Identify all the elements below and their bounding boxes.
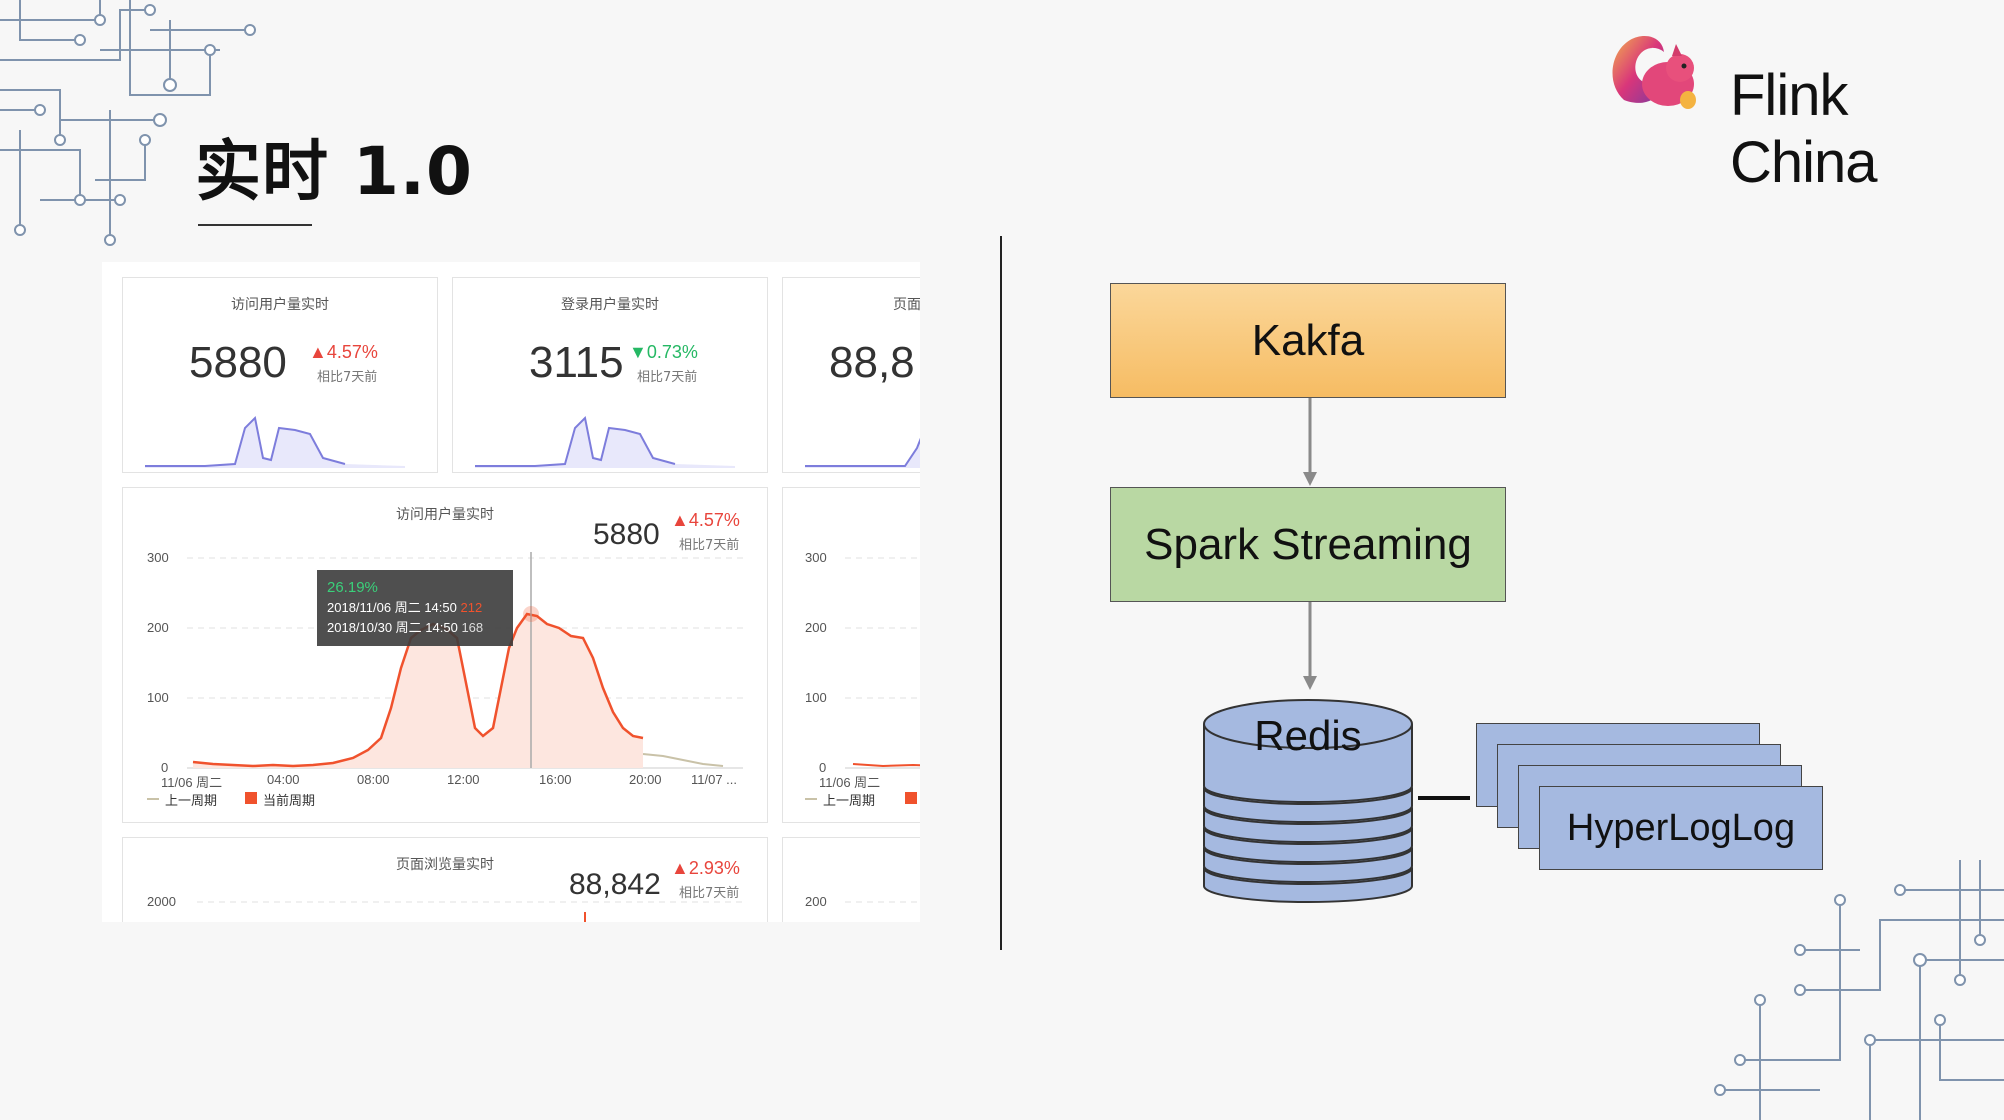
x-tick: 11/07 ... <box>691 772 738 787</box>
hyperloglog-node: HyperLogLog <box>1539 786 1823 870</box>
title-underline <box>198 224 312 226</box>
x-tick: 12:00 <box>447 772 480 787</box>
kpi-card-title: 页面 <box>893 297 920 313</box>
tooltip-value: 168 <box>461 620 484 635</box>
legend-prev-label: 上一周期 <box>165 794 218 809</box>
x-tick: 11/06 周二 <box>161 775 223 790</box>
sparkline-visitors <box>145 415 405 468</box>
y-tick: 300 <box>805 550 827 565</box>
sparkline-logins <box>475 415 735 468</box>
tooltip-pct: 26.19% <box>327 579 378 596</box>
redis-database-icon <box>1203 699 1413 903</box>
legend-curr-label: 当前周期 <box>263 794 316 809</box>
x-tick: 20:00 <box>629 772 662 787</box>
legend-prev-swatch <box>805 798 817 800</box>
chart-tooltip: 26.19% 2018/11/06 周二 14:50 212 2018/10/3… <box>317 570 513 646</box>
redis-hll-connector <box>1418 796 1470 800</box>
kpi-value: 3115 <box>529 338 624 387</box>
chart-delta: ▲2.93% <box>671 858 740 878</box>
x-tick: 11/06 周二 <box>819 775 881 790</box>
kpi-delta-note: 相比7天前 <box>317 370 378 385</box>
line-chart-visitors <box>187 552 743 769</box>
chart-card-visitors: 访问用户量实时 5880 ▲4.57% 相比7天前 300 200 100 0 … <box>122 487 768 823</box>
arrow-spark-to-redis <box>1303 602 1317 690</box>
y-tick: 200 <box>805 894 827 909</box>
kpi-value: 88,8 <box>829 338 915 387</box>
kpi-card-pageviews: 页面 88,8 <box>782 277 920 473</box>
x-tick: 08:00 <box>357 772 390 787</box>
chart-title: 访问用户量实时 <box>396 507 494 523</box>
sparkline-pageviews <box>805 437 920 468</box>
vertical-divider <box>1000 236 1002 950</box>
tooltip-value: 212 <box>460 600 483 615</box>
tooltip-date: 2018/10/30 周二 14:50 <box>327 620 458 635</box>
y-tick: 200 <box>805 620 827 635</box>
tooltip-date: 2018/11/06 周二 14:50 <box>327 600 457 615</box>
circuit-decoration-top-left <box>0 0 256 246</box>
kpi-card-title: 登录用户量实时 <box>561 297 659 313</box>
legend-prev-swatch <box>147 798 159 800</box>
kpi-value: 5880 <box>189 338 287 387</box>
slide-title: 实时 1.0 <box>195 133 473 210</box>
y-tick: 100 <box>147 690 169 705</box>
tooltip-row-current: 2018/11/06 周二 14:50 212 <box>327 598 503 618</box>
chart-value: 5880 <box>593 518 660 551</box>
chart-card-side-bottom: 200 <box>782 837 920 922</box>
spark-streaming-node: Spark Streaming <box>1110 487 1506 602</box>
legend-prev-label: 上一周期 <box>823 794 876 809</box>
kpi-delta: ▲4.57% <box>309 342 378 362</box>
kpi-card-logins: 登录用户量实时 3115 ▼0.73% 相比7天前 <box>452 277 768 473</box>
x-tick: 04:00 <box>267 772 300 787</box>
y-tick: 200 <box>147 620 169 635</box>
y-tick: 0 <box>819 760 827 775</box>
dashboard-screenshot: 访问用户量实时 5880 ▲4.57% 相比7天前 登录用户量实时 3115 ▼… <box>102 262 920 922</box>
kpi-card-title: 访问用户量实时 <box>231 297 329 313</box>
kpi-card-visitors: 访问用户量实时 5880 ▲4.57% 相比7天前 <box>122 277 438 473</box>
arrow-kafka-to-spark <box>1303 398 1317 486</box>
legend-curr-swatch <box>245 792 257 804</box>
flink-squirrel-logo <box>1612 36 1696 109</box>
line-chart-logins <box>845 557 920 769</box>
chart-delta-note: 相比7天前 <box>679 538 740 553</box>
side-bottom-gridline <box>845 901 920 903</box>
redis-label: Redis <box>1254 712 1362 759</box>
chart-value: 88,842 <box>569 868 661 901</box>
circuit-decoration-bottom-right <box>1714 860 2004 1120</box>
chart-delta: ▲4.57% <box>671 510 740 530</box>
kpi-delta: ▼0.73% <box>629 342 698 362</box>
legend-curr-swatch <box>905 792 917 804</box>
kpi-delta-note: 相比7天前 <box>637 370 698 385</box>
y-tick: 0 <box>161 760 169 775</box>
brand-name: Flink China <box>1730 63 1878 195</box>
y-tick: 2000 <box>147 894 176 909</box>
tooltip-row-previous: 2018/10/30 周二 14:50 168 <box>327 618 503 638</box>
y-tick: 100 <box>805 690 827 705</box>
chart-card-pageviews: 页面浏览量实时 88,842 ▲2.93% 相比7天前 2000 <box>122 837 768 922</box>
x-tick: 16:00 <box>539 772 572 787</box>
kafka-node: Kakfa <box>1110 283 1506 398</box>
bottom-chart-gridline <box>197 901 743 922</box>
chart-title: 页面浏览量实时 <box>396 857 494 873</box>
chart-card-logins: 300 200 100 0 11/06 周二 上一周期 <box>782 487 920 823</box>
y-tick: 300 <box>147 550 169 565</box>
chart-delta-note: 相比7天前 <box>679 886 740 901</box>
